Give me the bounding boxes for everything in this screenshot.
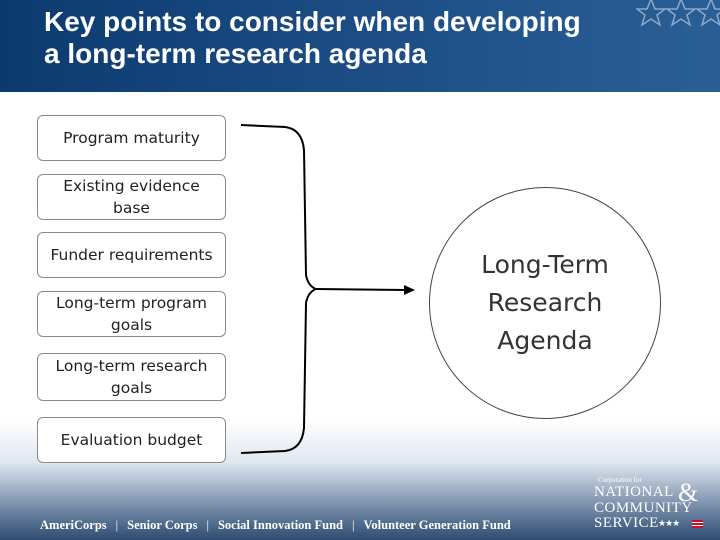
input-box-program-goals: Long-term program goals <box>37 291 226 337</box>
separator: | <box>115 518 119 532</box>
input-label: Long-term research goals <box>55 357 208 397</box>
input-box-evaluation-budget: Evaluation budget <box>37 417 226 463</box>
input-label: Existing evidence base <box>63 177 200 217</box>
logo-stars-icon: ★★★ <box>658 518 680 528</box>
input-box-program-maturity: Program maturity <box>37 115 226 161</box>
program-americorps[interactable]: AmeriCorps <box>40 518 107 532</box>
slide-header: Key points to consider when developing a… <box>0 0 720 92</box>
title-line-2: a long-term research agenda <box>44 38 427 69</box>
program-senior-corps[interactable]: Senior Corps <box>127 518 198 532</box>
arrow-line <box>315 288 409 291</box>
header-stars-icon <box>636 0 720 27</box>
input-label: Evaluation budget <box>60 431 203 449</box>
input-box-funder-requirements: Funder requirements <box>37 232 226 278</box>
logo-ampersand: & <box>678 478 699 507</box>
title-line-1: Key points to consider when developing <box>44 6 581 37</box>
logo-small-text: Corporation for <box>598 476 642 484</box>
program-volunteer-generation-fund[interactable]: Volunteer Generation Fund <box>363 518 511 532</box>
bracket-bottom-arm <box>240 288 317 454</box>
page-title: Key points to consider when developing a… <box>44 6 581 70</box>
separator: | <box>352 518 355 532</box>
separator: | <box>206 518 209 532</box>
bracket-top-arm <box>240 124 317 290</box>
logo-line-3: SERVICE <box>594 515 659 531</box>
output-circle: Long-Term Research Agenda <box>429 187 661 419</box>
flag-icon <box>692 520 703 528</box>
logo-line-2: COMMUNITY <box>594 500 693 516</box>
input-label: Funder requirements <box>50 246 213 264</box>
footer-programs: AmeriCorps | Senior Corps | Social Innovatio… <box>40 518 511 533</box>
arrow-head-icon <box>404 285 415 295</box>
input-label: Long-term program goals <box>55 294 207 334</box>
output-label: Long-Term Research Agenda <box>481 250 609 355</box>
input-label: Program maturity <box>63 129 200 147</box>
logo-line-1: NATIONAL <box>594 484 674 500</box>
cncs-logo: Corporation for NATIONAL & COMMUNITY SER… <box>594 476 714 536</box>
input-box-research-goals: Long-term research goals <box>37 353 226 401</box>
program-social-innovation-fund[interactable]: Social Innovation Fund <box>217 518 343 532</box>
input-box-existing-evidence: Existing evidence base <box>37 174 226 220</box>
